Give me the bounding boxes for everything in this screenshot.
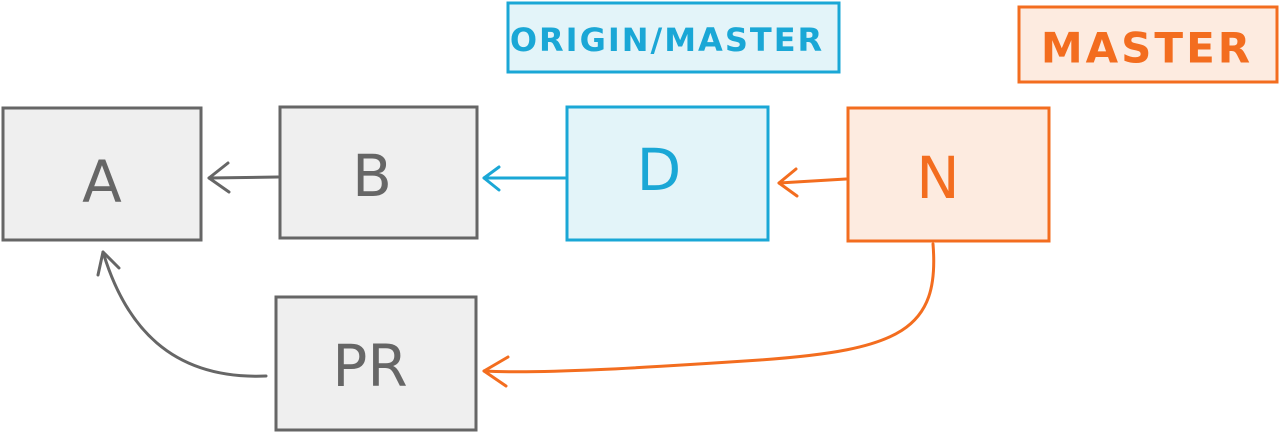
commit-d: D xyxy=(565,105,770,242)
commit-b-label: B xyxy=(352,142,392,210)
master-label: MASTER xyxy=(1017,5,1279,84)
arrow-d-to-b xyxy=(482,165,567,192)
arrow-n-to-d xyxy=(777,167,848,198)
origin-master-label: ORIGIN/MASTER xyxy=(506,1,841,74)
commit-a-label: A xyxy=(82,148,122,216)
commit-a: A xyxy=(1,106,203,242)
arrow-b-to-a xyxy=(207,161,280,194)
commit-n-label: N xyxy=(916,144,959,212)
commit-pr-label: PR xyxy=(332,332,407,400)
origin-master-text: ORIGIN/MASTER xyxy=(510,21,824,59)
commit-b: B xyxy=(278,105,479,240)
master-text: MASTER xyxy=(1041,24,1253,73)
arrow-n-to-pr xyxy=(482,242,936,388)
commit-d-label: D xyxy=(637,136,682,204)
commit-n: N xyxy=(846,106,1051,243)
commit-pr: PR xyxy=(274,295,478,432)
arrow-pr-to-a xyxy=(96,250,268,378)
